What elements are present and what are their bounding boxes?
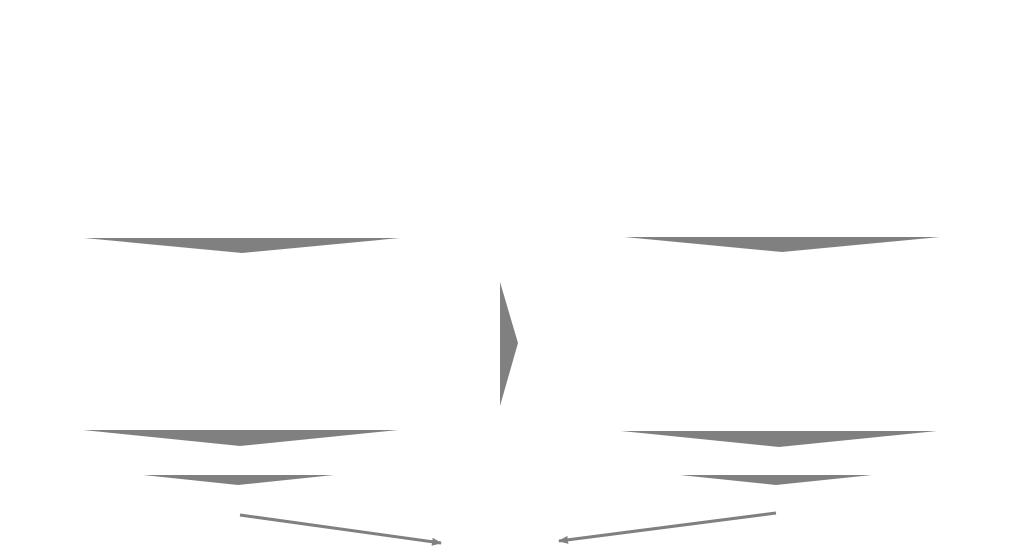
left-converging-arrow bbox=[239, 513, 442, 546]
center-right-pointing-wedge bbox=[500, 282, 518, 406]
left-top-wedge bbox=[84, 238, 400, 253]
right-small-wedge bbox=[680, 475, 872, 485]
left-middle-wedge bbox=[83, 430, 398, 446]
left-small-wedge bbox=[143, 475, 334, 485]
right-top-wedge bbox=[624, 237, 940, 252]
right-converging-arrow bbox=[558, 511, 777, 544]
right-middle-wedge bbox=[621, 431, 937, 447]
